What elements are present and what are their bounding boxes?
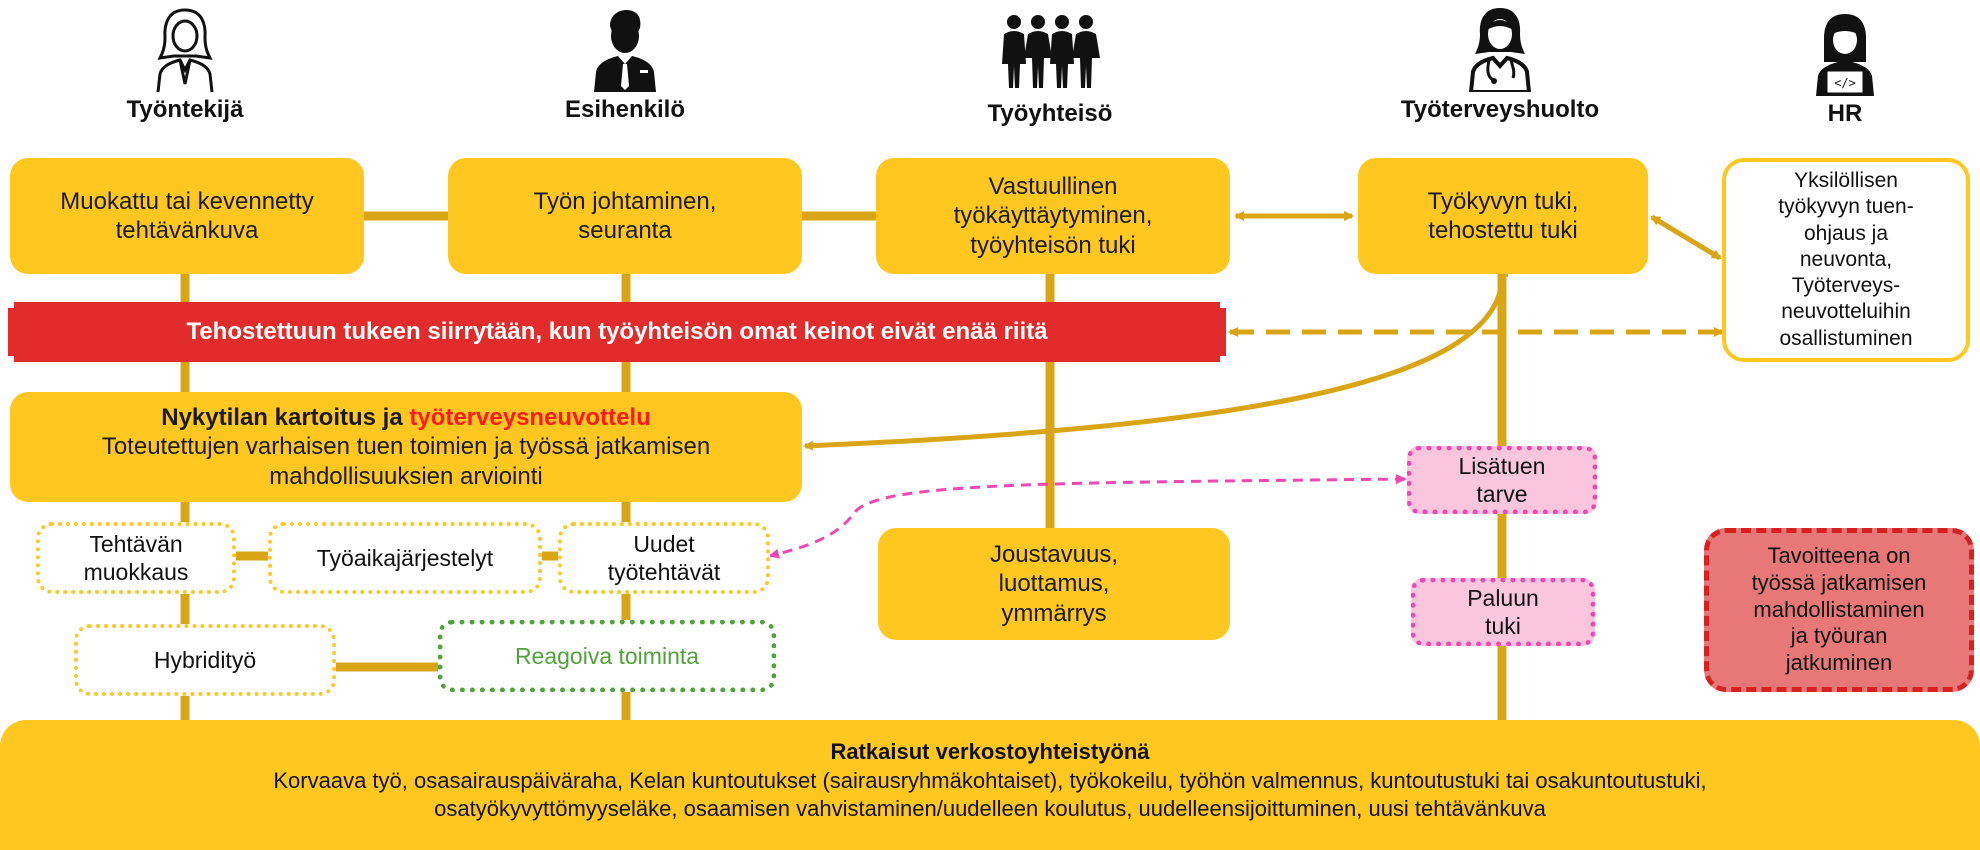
actor-label: Työterveyshuolto: [1400, 96, 1600, 123]
box-goal: Tavoitteena on työssä jatkamisen mahdoll…: [1704, 528, 1974, 692]
woman-icon: [156, 8, 214, 92]
box-responsible-behavior: Vastuullinen työkäyttäytyminen, työyhtei…: [876, 158, 1230, 274]
box-extra-support-need: Lisätuen tarve: [1407, 446, 1597, 514]
group-icon: [1002, 15, 1100, 88]
actor-label: HR: [1827, 100, 1863, 127]
assessment-highlight: työterveysneuvottelu: [409, 404, 651, 432]
box-modified-task-description: Muokattu tai kevennetty tehtävänkuva: [10, 158, 364, 274]
hr-laptop-icon: </>: [1816, 14, 1874, 96]
box-reactive-action: Reagoiva toiminta: [438, 620, 776, 692]
actor-hr: </> HR: [1755, 10, 1935, 128]
box-assessment: Nykytilan kartoitus ja työterveysneuvott…: [10, 392, 802, 502]
arrow-health-hr: [1650, 214, 1722, 261]
red-banner-shape: [8, 302, 1226, 362]
actor-label: Työyhteisö: [987, 100, 1113, 127]
actor-community: Työyhteisö: [960, 14, 1140, 128]
box-flexibility: Joustavuus, luottamus, ymmärrys: [878, 528, 1230, 640]
box-new-tasks: Uudet työtehtävät: [558, 522, 770, 594]
network-title: Ratkaisut verkostoyhteistyönä: [830, 739, 1150, 764]
box-return-support: Paluun tuki: [1411, 578, 1595, 646]
svg-text:</>: </>: [1834, 76, 1856, 90]
actor-occupational-health: Työterveyshuolto: [1385, 4, 1615, 124]
box-task-modification: Tehtävän muokkaus: [36, 522, 236, 594]
pink-dashed-arrow: [768, 474, 1407, 559]
actor-label: Esihenkilö: [564, 96, 686, 123]
manager-icon: [594, 10, 656, 92]
box-work-ability-support: Työkyvyn tuki, tehostettu tuki: [1358, 158, 1648, 274]
actor-employee: Työntekijä: [95, 4, 275, 124]
actor-label: Työntekijä: [126, 96, 244, 123]
box-leadership: Työn johtaminen, seuranta: [448, 158, 802, 274]
curved-arrow-health-assessment: [803, 281, 1505, 451]
assessment-title: Nykytilan kartoitus ja työterveysneuvott…: [161, 404, 651, 432]
actor-manager: Esihenkilö: [535, 6, 715, 124]
nurse-icon: [1468, 8, 1532, 92]
box-network-solutions: Ratkaisut verkostoyhteistyönä Korvaava t…: [0, 720, 1980, 850]
banner-text: Tehostettuun tukeen siirrytään, kun työy…: [186, 318, 1048, 346]
box-hr-guidance: Yksilöllisen työkyvyn tuen- ohjaus ja ne…: [1722, 158, 1970, 362]
box-hybrid-work: Hybridityö: [74, 624, 336, 696]
red-banner: Tehostettuun tukeen siirrytään, kun työy…: [8, 302, 1226, 362]
box-working-hours: Työaikajärjestelyt: [268, 522, 542, 594]
